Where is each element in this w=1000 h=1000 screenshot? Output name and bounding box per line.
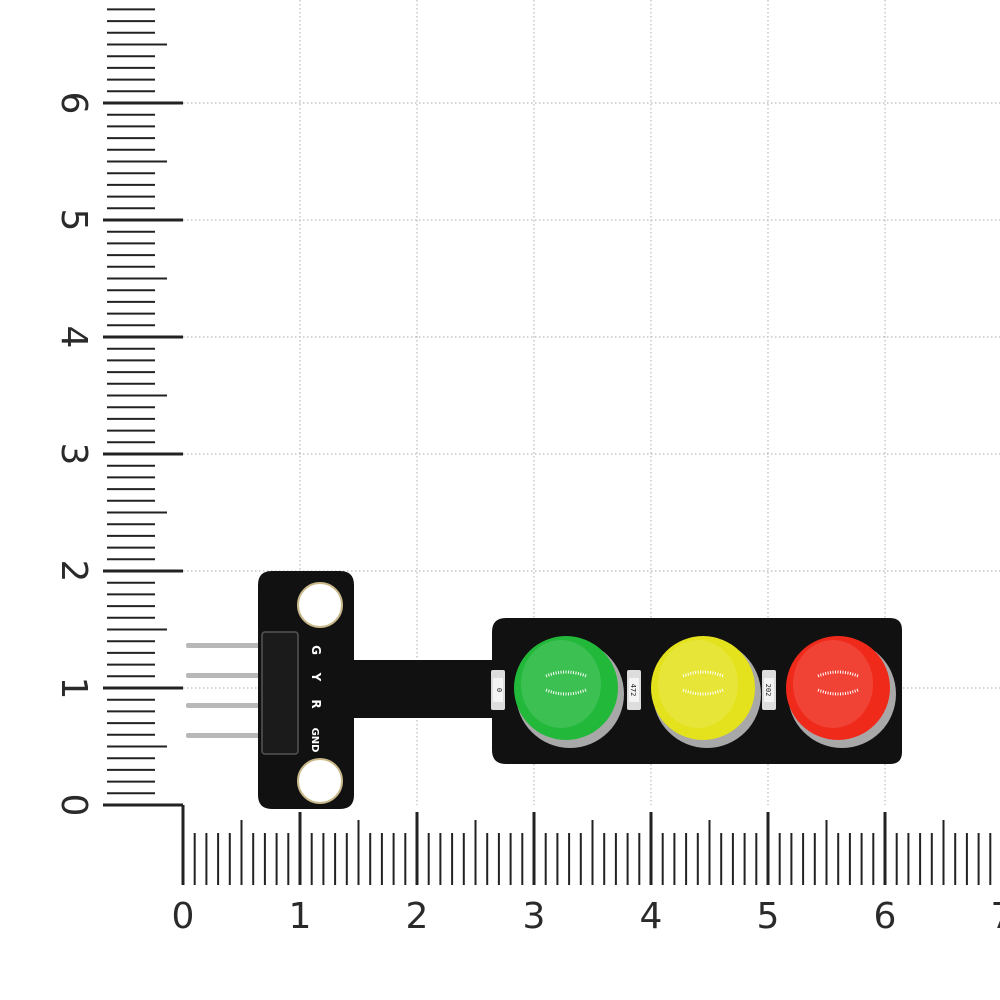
yellow-led <box>651 636 761 748</box>
pin-label-gnd: GND <box>309 728 320 753</box>
ruler-label: 6 <box>53 92 94 115</box>
resistor: 202 <box>762 670 776 710</box>
ruler-label: 2 <box>406 896 429 937</box>
ruler-label: 1 <box>53 677 94 700</box>
pin-header <box>261 631 299 755</box>
green-led <box>514 636 624 748</box>
ruler-label: 0 <box>172 896 195 937</box>
mounting-hole <box>297 758 343 804</box>
ruler-label: 3 <box>53 443 94 466</box>
vertical-ruler: 0 1 2 3 4 5 6 <box>53 8 183 817</box>
horizontal-ruler: 0 1 2 3 4 5 6 7 <box>103 803 1000 937</box>
mounting-hole <box>297 582 343 628</box>
ruler-label: 1 <box>289 896 312 937</box>
ruler-label: 0 <box>53 794 94 817</box>
svg-text:0: 0 <box>495 688 503 692</box>
ruler-label: 3 <box>523 896 546 937</box>
ruler-label: 5 <box>53 209 94 232</box>
resistor: 0 <box>491 670 505 710</box>
header-pins <box>186 643 278 738</box>
svg-text:472: 472 <box>629 684 637 697</box>
ruler-label: 7 <box>991 896 1000 937</box>
ruler-label: 6 <box>874 896 897 937</box>
ruler-label: 2 <box>53 560 94 583</box>
ruler-label: 4 <box>640 896 663 937</box>
pin-label-y: Y <box>309 672 323 682</box>
ruler-label: 4 <box>53 326 94 349</box>
traffic-light-module: G Y R GND 0 472 202 <box>186 571 902 809</box>
pin-label-g: G <box>309 645 323 655</box>
svg-text:202: 202 <box>764 684 772 697</box>
red-led <box>786 636 896 748</box>
resistor: 472 <box>627 670 641 710</box>
pin-label-r: R <box>309 699 323 708</box>
ruler-label: 5 <box>757 896 780 937</box>
